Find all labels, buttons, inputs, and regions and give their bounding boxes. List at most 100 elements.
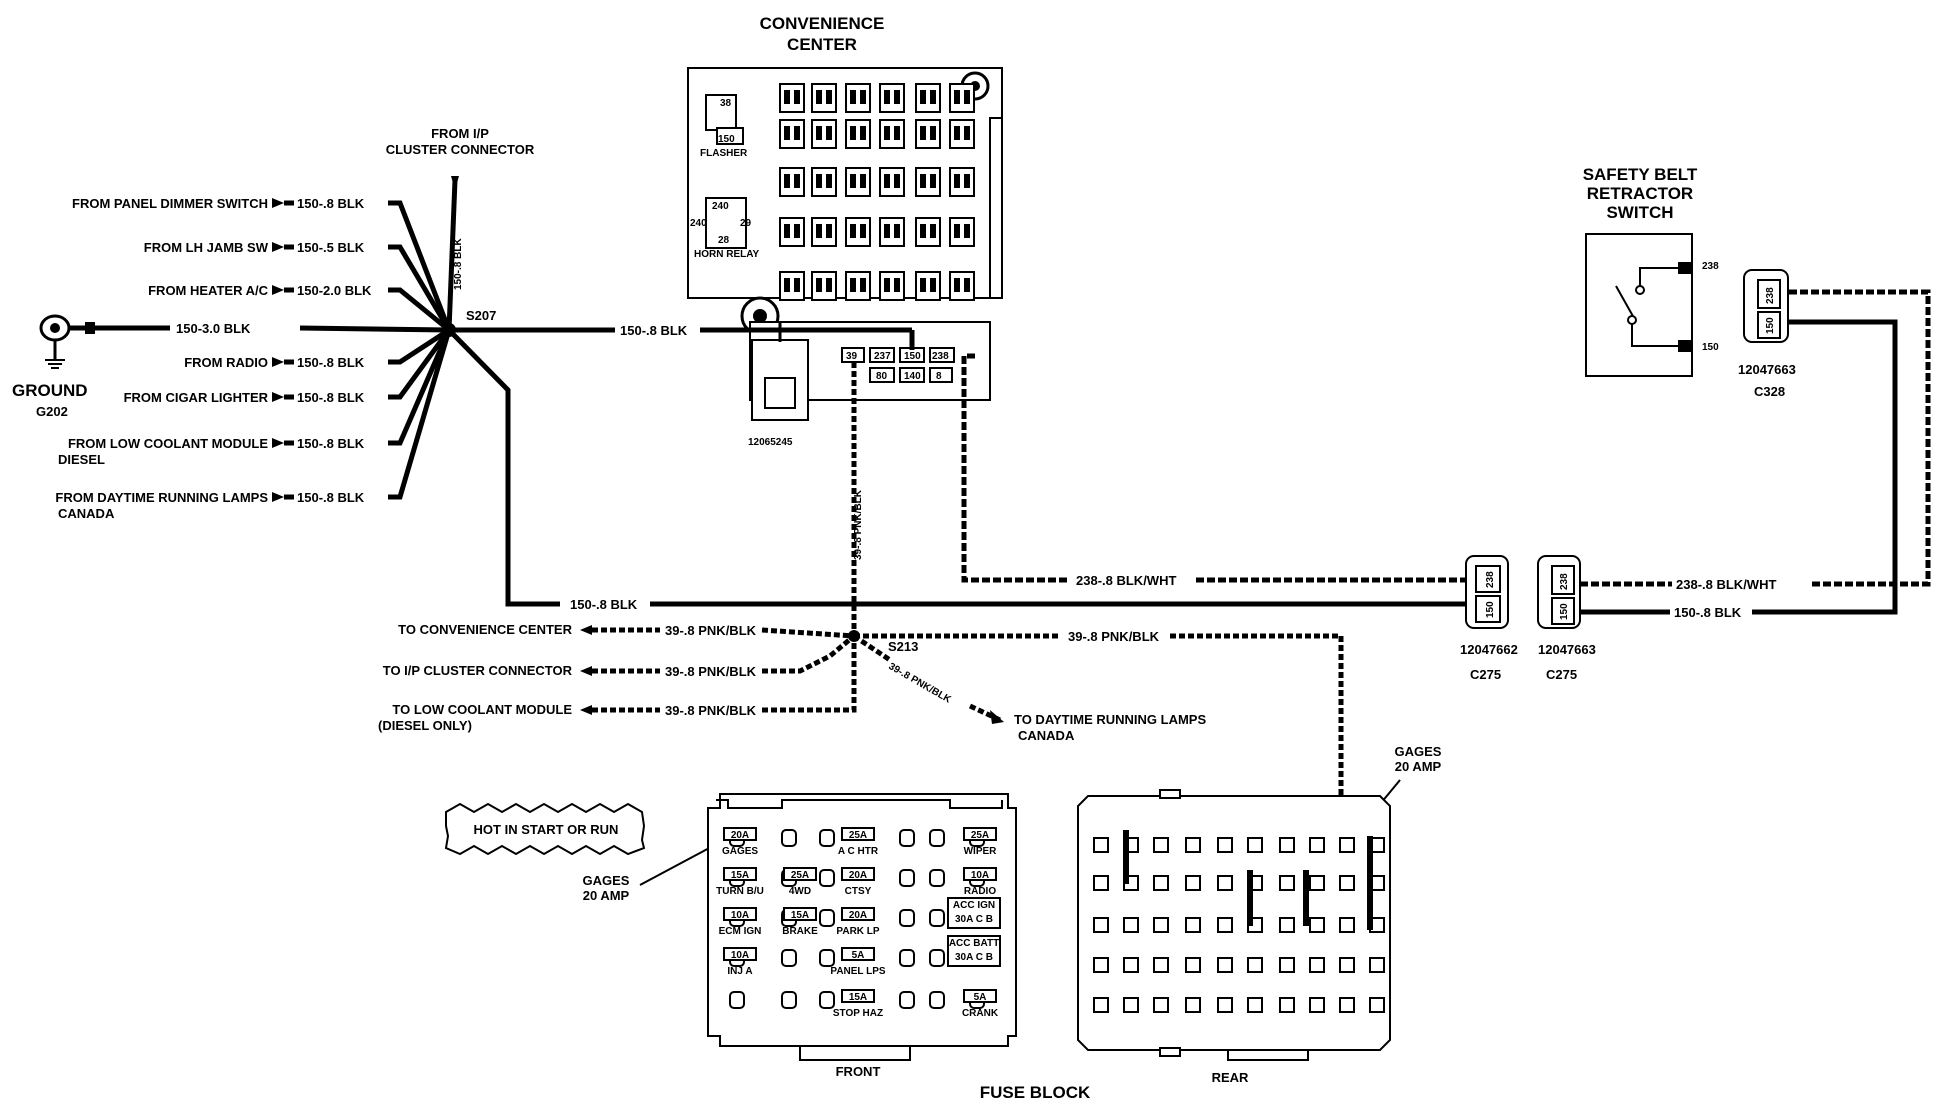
- front-label: FRONT: [836, 1064, 881, 1079]
- rear-terminal: [1185, 875, 1201, 891]
- cc-slot-blade: [816, 90, 822, 104]
- fuse-name-9: PARK LP: [836, 926, 879, 937]
- safety-belt-title-3: SWITCH: [1606, 203, 1673, 222]
- fuse-slot: [899, 909, 915, 927]
- feed-wire-path-2: [388, 287, 451, 332]
- relay-29: 29: [740, 218, 752, 229]
- rear-terminal: [1279, 917, 1295, 933]
- rear-terminal: [1247, 837, 1263, 853]
- rear-terminal: [1093, 917, 1109, 933]
- relay-28: 28: [718, 235, 730, 246]
- rear-terminal: [1339, 957, 1355, 973]
- rear-terminal: [1217, 957, 1233, 973]
- cc-cavity-238: 238: [932, 351, 949, 362]
- feed-arrow-0: [272, 198, 284, 208]
- cc-slot-blade: [920, 126, 926, 140]
- rear-label: REAR: [1212, 1070, 1249, 1085]
- feed-wire-3: 150-.8 BLK: [297, 355, 365, 370]
- fuse-box-12: [841, 989, 875, 1003]
- fuse-slot: [819, 991, 835, 1009]
- fuse-box-8: [783, 907, 817, 921]
- feed-wire-path-5: [388, 329, 452, 446]
- rear-terminal: [1153, 997, 1169, 1013]
- feed-wire-2: 150-2.0 BLK: [297, 283, 372, 298]
- cc-slot-blade: [964, 278, 970, 292]
- fuse-name-5: CTSY: [845, 886, 872, 897]
- fuse-slot: [781, 949, 797, 967]
- cc-slot-blade: [860, 278, 866, 292]
- breaker-acc-ign-rating: 30A C B: [955, 914, 993, 925]
- relay-240a: 240: [712, 201, 729, 212]
- feed-wire-5: 150-.8 BLK: [297, 436, 365, 451]
- drl-label-1: TO DAYTIME RUNNING LAMPS: [1014, 712, 1206, 727]
- branch-dest-0: TO CONVENIENCE CENTER: [398, 622, 572, 637]
- fuse-amp-8: 15A: [791, 910, 809, 921]
- feed-source-4: FROM CIGAR LIGHTER: [124, 390, 269, 405]
- feed-wire-path-6: [388, 329, 452, 500]
- fuse-slot: [929, 909, 945, 927]
- switch-pin-238: 238: [1702, 261, 1719, 272]
- branch-dest-1: TO I/P CLUSTER CONNECTOR: [383, 663, 573, 678]
- cc-part-number: 12065245: [748, 437, 793, 448]
- cc-slot: [915, 119, 941, 149]
- cc-fuse-grid: [779, 83, 975, 301]
- cc-slot-blade: [850, 174, 856, 188]
- fuse-amp-5: 20A: [849, 870, 867, 881]
- cc-slot: [915, 271, 941, 301]
- cc-slot-blade: [826, 224, 832, 238]
- c275a-pin-238: 238: [1485, 571, 1496, 588]
- c328-pin-150: 150: [1765, 317, 1776, 334]
- cc-slot-blade: [964, 174, 970, 188]
- hot-in-start-or-run-badge: HOT IN START OR RUN: [444, 802, 646, 856]
- fuse-name-8: BRAKE: [782, 926, 818, 937]
- rear-terminal: [1217, 997, 1233, 1013]
- rear-terminal: [1153, 875, 1169, 891]
- pnk-vertical-label: 39-.8 PNK/BLK: [853, 489, 864, 560]
- connector-c275-a: 238 150 12047662 C275: [1460, 555, 1518, 682]
- cc-slot: [949, 119, 975, 149]
- cc-slot-blade: [826, 90, 832, 104]
- s207-label: S207: [466, 308, 496, 323]
- c275a-pin-150: 150: [1485, 601, 1496, 618]
- rear-terminal: [1309, 875, 1325, 891]
- cc-cavity-150: 150: [904, 351, 921, 362]
- rear-terminal: [1309, 917, 1325, 933]
- cc-slot: [949, 271, 975, 301]
- cc-slot-blade: [954, 174, 960, 188]
- feed-source-2: FROM HEATER A/C: [148, 283, 268, 298]
- cc-slot-blade: [884, 224, 890, 238]
- gages-callout-right-2: 20 AMP: [1395, 759, 1442, 774]
- cc-slot: [845, 167, 871, 197]
- c275a-part: 12047662: [1460, 642, 1518, 657]
- cc-slot-blade: [894, 174, 900, 188]
- branch-arrow-1: [580, 666, 592, 676]
- fuse-box-1: [841, 827, 875, 841]
- cc-cavity-39: 39: [846, 351, 858, 362]
- right-150-label: 150-.8 BLK: [1674, 605, 1742, 620]
- cc-slot: [811, 271, 837, 301]
- s213-diag-label: 39-.8 PNK/BLK: [887, 661, 954, 706]
- drl-label-2: CANADA: [1018, 728, 1075, 743]
- rear-terminal: [1153, 837, 1169, 853]
- branch-wire-2: 39-.8 PNK/BLK: [665, 703, 757, 718]
- rear-terminals: [1093, 830, 1385, 1013]
- cc-slot-blade: [894, 224, 900, 238]
- cc-slot: [811, 119, 837, 149]
- fuse-slot: [899, 829, 915, 847]
- rear-terminal: [1217, 837, 1233, 853]
- cc-slot: [949, 167, 975, 197]
- cc-cavity-8: 8: [936, 371, 942, 382]
- feed-wire-path-1: [388, 244, 452, 332]
- rear-terminal: [1093, 837, 1109, 853]
- feed-source-6: FROM DAYTIME RUNNING LAMPS: [55, 490, 268, 505]
- cc-top-150: 150: [718, 134, 735, 145]
- fuse-block-title: FUSE BLOCK: [980, 1083, 1091, 1102]
- cc-slot-blade: [894, 278, 900, 292]
- fuse-box-10: [723, 947, 757, 961]
- feed-arrow-1: [272, 242, 284, 252]
- feed-wire-4: 150-.8 BLK: [297, 390, 365, 405]
- fuse-box-11: [841, 947, 875, 961]
- cc-slot-blade: [816, 224, 822, 238]
